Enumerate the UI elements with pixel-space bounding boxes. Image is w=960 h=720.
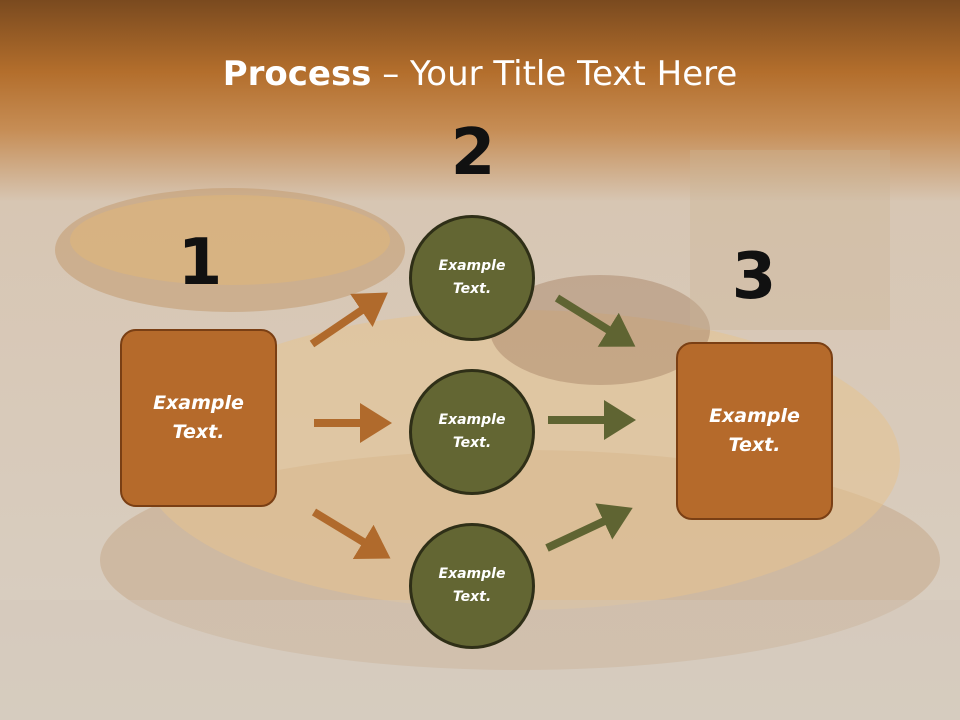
right-box-line1: Example (709, 405, 800, 427)
left-process-box: Example Text. (120, 329, 277, 507)
circle-top-line1: Example (438, 258, 506, 274)
arrow-right-up (554, 294, 636, 347)
circle-bottom-line1: Example (438, 566, 506, 582)
right-process-box: Example Text. (676, 342, 833, 520)
arrow-left-down (311, 508, 391, 559)
step-number-3: 3 (731, 240, 777, 314)
title-bold: Process (222, 54, 372, 94)
step-number-1: 1 (177, 226, 223, 300)
circle-bottom: Example Text. (409, 523, 535, 649)
left-box-line1: Example (153, 392, 244, 414)
arrow-left-up (309, 292, 388, 348)
circle-middle-line2: Text. (452, 435, 492, 451)
circle-middle: Example Text. (409, 369, 535, 495)
right-box-line2: Text. (728, 434, 781, 456)
circle-top: Example Text. (409, 215, 535, 341)
left-box-line2: Text. (172, 421, 225, 443)
arrow-right-down (545, 503, 633, 552)
circle-bottom-line2: Text. (452, 589, 492, 605)
title-rest: – Your Title Text Here (371, 54, 738, 94)
slide-title: Process – Your Title Text Here (0, 52, 960, 96)
circle-top-line2: Text. (452, 281, 492, 297)
step-number-2: 2 (450, 116, 496, 190)
circle-middle-line1: Example (438, 412, 506, 428)
